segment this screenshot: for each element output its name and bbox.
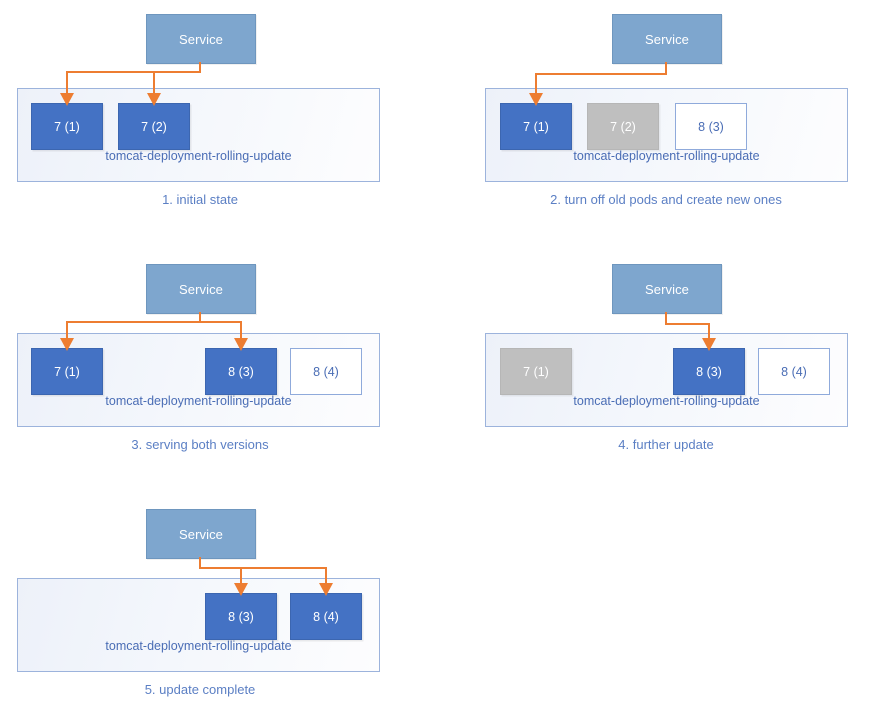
pod-label: 8 (3) — [228, 364, 254, 379]
pod-8-3[interactable]: 8 (3) — [205, 593, 277, 640]
deployment-label: tomcat-deployment-rolling-update — [105, 394, 292, 408]
pod-label: 8 (4) — [313, 609, 339, 624]
service-label: Service — [178, 281, 224, 297]
pod-8-3[interactable]: 8 (3) — [205, 348, 277, 395]
service-label: Service — [644, 281, 690, 297]
pod-label: 8 (4) — [313, 364, 339, 379]
panel-caption-2: 2. turn off old pods and create new ones — [550, 192, 782, 207]
pod-label: 7 (1) — [54, 364, 80, 379]
service-box-4[interactable]: Service — [612, 264, 722, 314]
deployment-label: tomcat-deployment-rolling-update — [105, 149, 292, 163]
pod-label: 8 (3) — [696, 364, 722, 379]
service-label: Service — [178, 31, 224, 47]
pod-7-1[interactable]: 7 (1) — [500, 348, 572, 395]
panel-caption-4: 4. further update — [618, 437, 714, 452]
service-box-3[interactable]: Service — [146, 264, 256, 314]
pod-label: 8 (3) — [698, 119, 724, 134]
service-label: Service — [178, 526, 224, 542]
pod-7-2[interactable]: 7 (2) — [587, 103, 659, 150]
pod-label: 8 (4) — [781, 364, 807, 379]
pod-7-1[interactable]: 7 (1) — [31, 348, 103, 395]
pod-8-3[interactable]: 8 (3) — [675, 103, 747, 150]
pod-8-4[interactable]: 8 (4) — [290, 593, 362, 640]
pod-label: 8 (3) — [228, 609, 254, 624]
service-box-2[interactable]: Service — [612, 14, 722, 64]
service-box-1[interactable]: Service — [146, 14, 256, 64]
panel-caption-3: 3. serving both versions — [131, 437, 269, 452]
pod-7-1[interactable]: 7 (1) — [500, 103, 572, 150]
pod-7-1[interactable]: 7 (1) — [31, 103, 103, 150]
panel-caption-1: 1. initial state — [162, 192, 238, 207]
pod-label: 7 (2) — [141, 119, 167, 134]
pod-label: 7 (2) — [610, 119, 636, 134]
service-label: Service — [644, 31, 690, 47]
service-box-5[interactable]: Service — [146, 509, 256, 559]
pod-label: 7 (1) — [523, 364, 549, 379]
panel-caption-5: 5. update complete — [144, 682, 256, 697]
pod-8-4[interactable]: 8 (4) — [758, 348, 830, 395]
pod-7-2[interactable]: 7 (2) — [118, 103, 190, 150]
pod-8-3[interactable]: 8 (3) — [673, 348, 745, 395]
pod-8-4[interactable]: 8 (4) — [290, 348, 362, 395]
pod-label: 7 (1) — [54, 119, 80, 134]
pod-label: 7 (1) — [523, 119, 549, 134]
deployment-label: tomcat-deployment-rolling-update — [573, 149, 760, 163]
deployment-label: tomcat-deployment-rolling-update — [105, 639, 292, 653]
deployment-label: tomcat-deployment-rolling-update — [573, 394, 760, 408]
